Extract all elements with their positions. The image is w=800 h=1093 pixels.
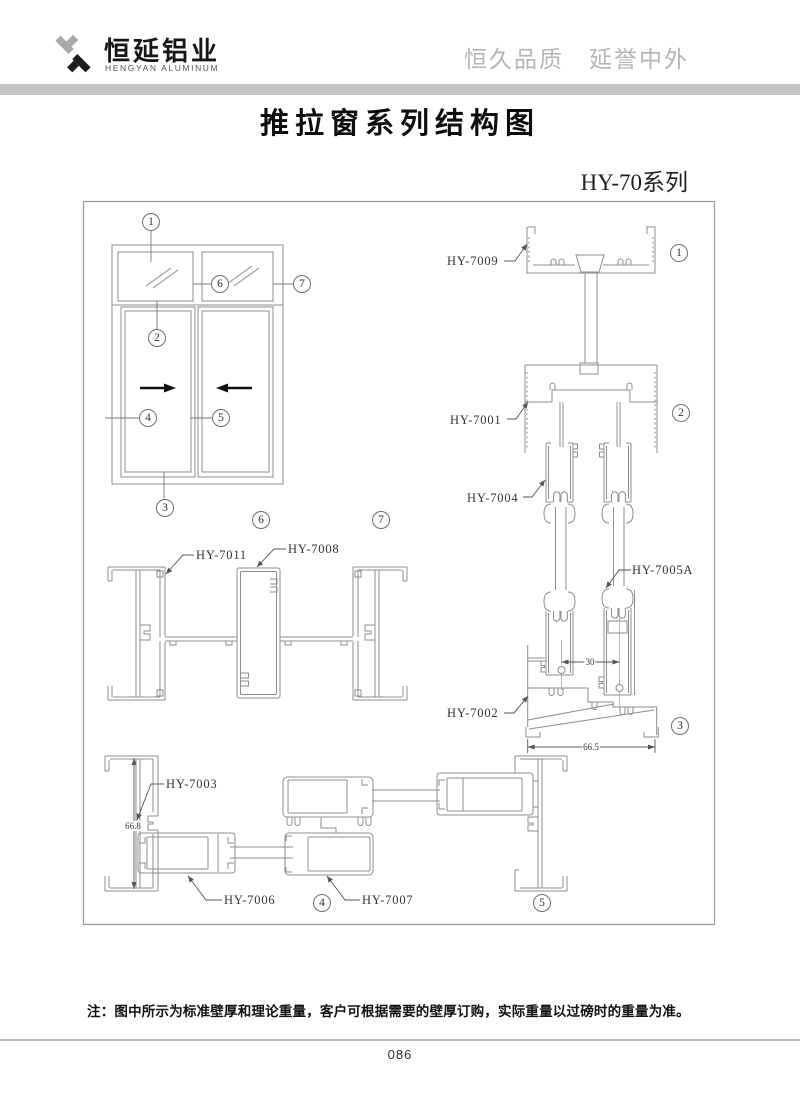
callout-1-section: 1 <box>670 244 688 262</box>
callout-6: 6 <box>211 275 229 293</box>
footer-divider <box>0 1039 800 1041</box>
dim-track-spacing: 30 <box>584 657 596 667</box>
callout-2: 2 <box>148 329 166 347</box>
callout-4: 4 <box>139 409 157 427</box>
label-hy-7011: HY-7011 <box>196 548 247 562</box>
logo-title: 恒延铝业 <box>104 36 221 66</box>
label-hy-7007: HY-7007 <box>362 893 414 907</box>
callout-5-section: 5 <box>533 894 551 912</box>
callout-3: 3 <box>156 499 174 517</box>
label-hy-7009: HY-7009 <box>447 254 499 268</box>
diagram-border <box>82 200 716 926</box>
label-hy-7001: HY-7001 <box>450 413 502 427</box>
label-hy-7005a: HY-7005A <box>632 563 694 577</box>
label-hy-7003: HY-7003 <box>166 777 218 791</box>
slide-direction-arrows <box>140 383 252 393</box>
page-title: 推拉窗系列结构图 <box>259 108 540 140</box>
callout-1: 1 <box>142 213 160 231</box>
vertical-section-drawing <box>524 226 659 738</box>
elevation-drawing <box>111 244 284 485</box>
callout-6-section: 6 <box>252 511 270 529</box>
callout-7: 7 <box>293 275 311 293</box>
elevation-callout-leaders <box>105 231 293 499</box>
callout-5: 5 <box>212 409 230 427</box>
logo-mark <box>55 34 91 73</box>
callout-4-section: 4 <box>313 894 331 912</box>
header-divider-bar <box>0 84 800 95</box>
callout-3-section: 3 <box>671 717 689 735</box>
logo-subtitle: HENGYAN ALUMINUM <box>105 63 220 73</box>
callout-2-section: 2 <box>672 404 690 422</box>
label-hy-7006: HY-7006 <box>224 893 276 907</box>
label-hy-7008: HY-7008 <box>288 542 340 556</box>
note-text: 注：图中所示为标准壁厚和理论重量，客户可根据需要的壁厚订购，实际重量以过磅时的重… <box>87 1004 690 1019</box>
series-label: HY-70系列 <box>580 170 688 195</box>
header-slogan: 恒久品质 延誉中外 <box>464 46 689 72</box>
callout-7-section: 7 <box>372 511 390 529</box>
label-leaders <box>136 243 631 901</box>
label-hy-7002: HY-7002 <box>447 706 499 720</box>
mid-horizontal-section-drawing <box>107 566 408 701</box>
dim-jamb-width: 66.8 <box>124 821 142 831</box>
dim-sill-width: 66.5 <box>582 742 600 752</box>
vertical-section-dimensions <box>527 618 656 753</box>
page-number: 086 <box>387 1047 413 1062</box>
label-hy-7004: HY-7004 <box>467 491 519 505</box>
